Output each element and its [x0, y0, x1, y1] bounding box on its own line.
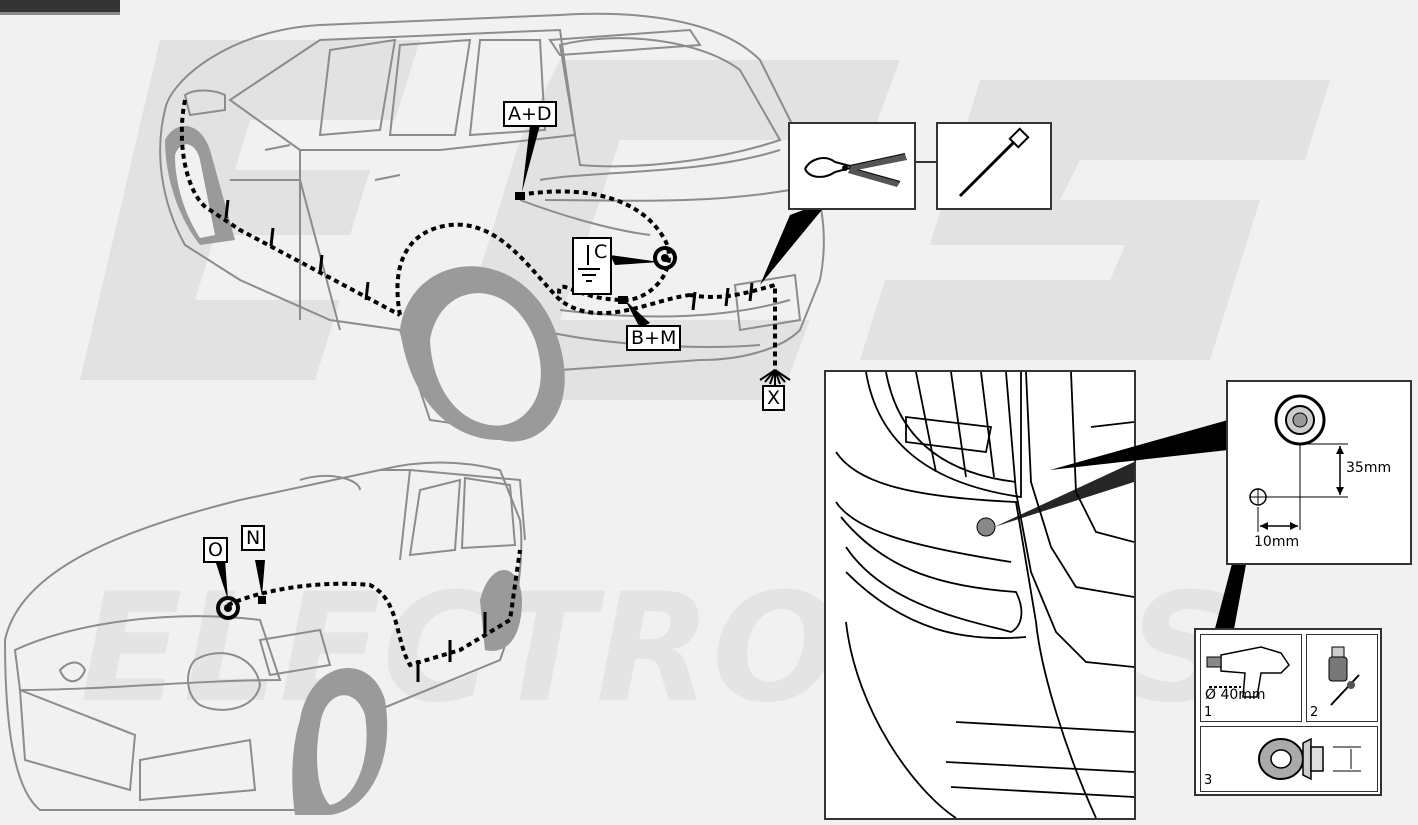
dim-vertical: 35mm [1346, 460, 1392, 476]
label-o: O [203, 537, 228, 563]
ground-icon [578, 245, 600, 282]
bumper-detail-panel [824, 370, 1136, 820]
label-x: X [762, 385, 786, 411]
label-a-d: A+D [503, 101, 557, 127]
bumper-detail-drawing [835, 372, 1134, 818]
drill-size: Ø 40mm [1205, 687, 1266, 703]
corner-tab [0, 0, 120, 15]
ground-point [653, 246, 677, 270]
cable-tie-icon [958, 127, 1030, 198]
drill-icon [1206, 646, 1290, 698]
drill-box: Ø 40mm 1 [1200, 634, 1302, 722]
measurement-drawing [1249, 394, 1348, 532]
paint-icon [1328, 646, 1360, 706]
grommet-box: 3 [1200, 726, 1378, 792]
label-c-ground: C [572, 237, 612, 295]
step-2: 2 [1310, 705, 1319, 720]
measurement-panel: 35mm 10mm [1226, 380, 1412, 565]
pliers-icon [804, 153, 907, 187]
paint-box: 2 [1306, 634, 1378, 722]
dim-horizontal: 10mm [1254, 534, 1300, 550]
label-n: N [241, 525, 266, 551]
grommet-icon [1258, 737, 1361, 781]
step-1: 1 [1204, 705, 1213, 720]
tools-panel: Ø 40mm 1 2 3 [1194, 628, 1382, 796]
label-c: C [594, 241, 608, 263]
cable-tie-panel [936, 122, 1052, 210]
step-3: 3 [1204, 773, 1213, 788]
grommet-point [216, 596, 240, 620]
pliers-panel [788, 122, 916, 210]
label-b-m: B+M [626, 325, 682, 351]
